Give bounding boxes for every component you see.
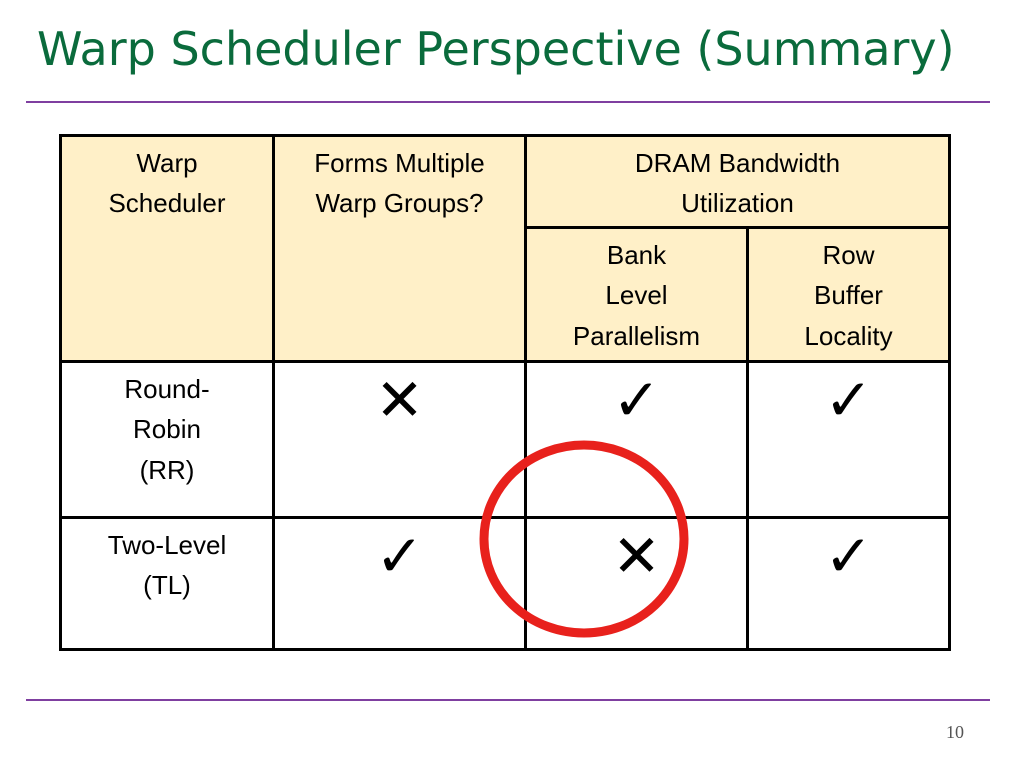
check-icon: ✓ (824, 366, 873, 434)
cell-rr-forms-groups: ✕ (272, 360, 527, 519)
cell-tl-bank-level-parallelism: ✕ (524, 516, 749, 651)
row-label-round-robin: Round- Robin (RR) (59, 360, 275, 519)
check-icon: ✓ (375, 522, 424, 590)
title-divider (26, 101, 990, 103)
header-row-sub: Bank Level Parallelism Row Buffer Locali… (61, 226, 952, 363)
header-row-top: Warp Scheduler Forms Multiple Warp Group… (59, 134, 952, 363)
cross-icon: ✕ (612, 522, 661, 590)
page-number: 10 (946, 722, 964, 742)
scheduler-comparison-table: Warp Scheduler Forms Multiple Warp Group… (59, 134, 952, 651)
cross-icon: ✕ (375, 366, 424, 434)
table-row: Round- Robin (RR) ✕ ✓ ✓ (59, 360, 952, 519)
row-label-two-level: Two-Level (TL) (59, 516, 275, 651)
cell-tl-row-buffer-locality: ✓ (745, 516, 952, 651)
cell-rr-bank-level-parallelism: ✓ (524, 360, 749, 519)
cell-rr-row-buffer-locality: ✓ (745, 360, 952, 519)
header-forms-multiple-warp-groups: Forms Multiple Warp Groups? (272, 134, 527, 363)
footer-divider (26, 699, 990, 701)
check-icon: ✓ (824, 522, 873, 590)
header-bank-level-parallelism: Bank Level Parallelism (524, 226, 749, 363)
cell-tl-forms-groups: ✓ (272, 516, 527, 651)
header-row-buffer-locality: Row Buffer Locality (745, 226, 952, 363)
check-icon: ✓ (612, 366, 661, 434)
header-warp-scheduler: Warp Scheduler (59, 134, 275, 363)
header-dram-bandwidth-utilization: DRAM Bandwidth Utilization (523, 134, 952, 229)
slide-title: Warp Scheduler Perspective (Summary) (37, 22, 955, 76)
table-row: Two-Level (TL) ✓ ✕ ✓ (59, 516, 952, 651)
